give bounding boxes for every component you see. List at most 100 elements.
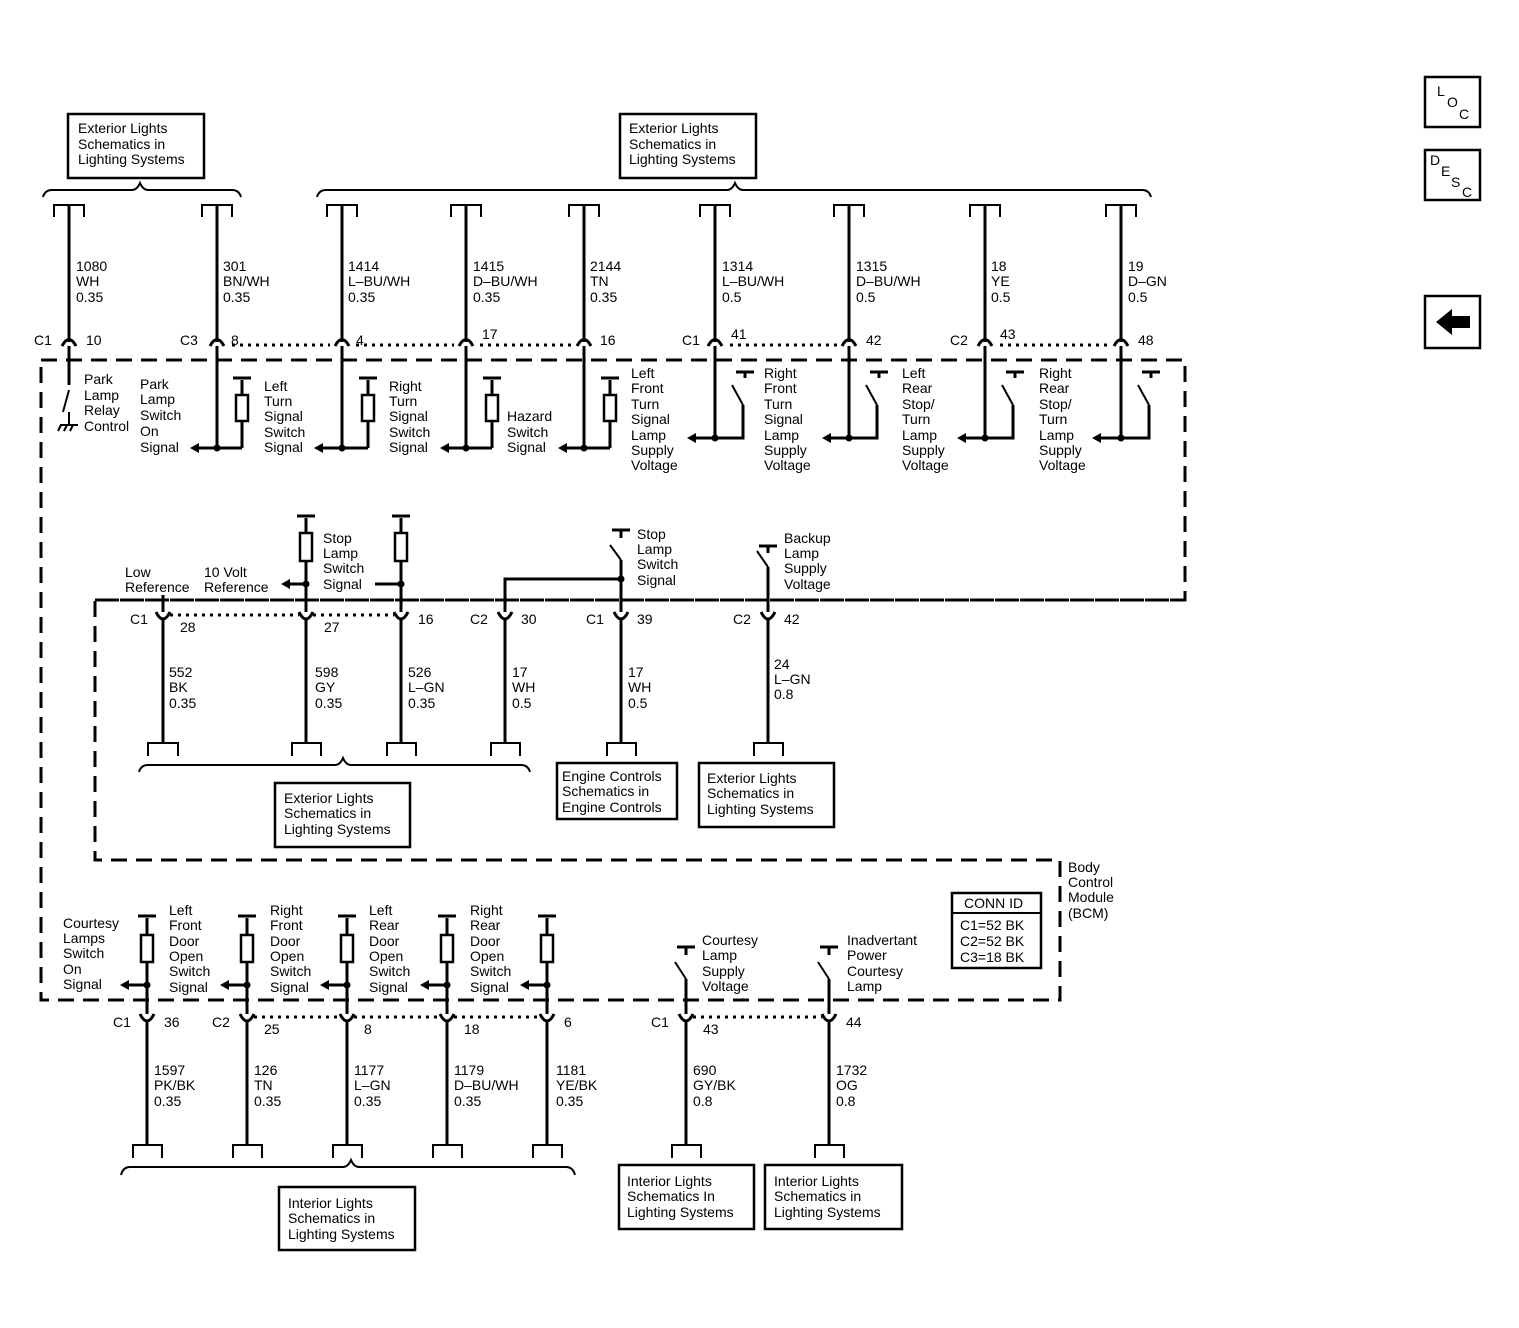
svg-text:690: 690 <box>693 1062 717 1078</box>
svg-text:Schematics in: Schematics in <box>774 1188 861 1204</box>
svg-text:0.5: 0.5 <box>512 695 532 711</box>
left-front-turn-lamp-switch: Left Front Turn Signal Lamp Supply Volta… <box>558 346 678 473</box>
svg-text:Right: Right <box>270 902 303 918</box>
svg-text:Door: Door <box>369 933 400 949</box>
bottom-internal-circuits: Courtesy Lamps Switch On Signal Left Fro… <box>63 902 917 1014</box>
wire-526[interactable]: 16 526 L–GN 0.35 <box>386 611 445 756</box>
wire-19[interactable]: 19 D–GN 0.5 48 <box>1105 204 1167 348</box>
svg-text:1732: 1732 <box>836 1062 867 1078</box>
svg-text:6: 6 <box>564 1014 572 1030</box>
wire-1414[interactable]: 1414 L–BU/WH 0.35 4 <box>326 204 410 348</box>
wire-1181[interactable]: 6 1181 YE/BK 0.35 <box>532 1014 598 1158</box>
svg-text:Body: Body <box>1068 859 1100 875</box>
svg-text:0.5: 0.5 <box>856 289 876 305</box>
desc-button[interactable]: D E S C <box>1423 148 1482 202</box>
svg-text:Signal: Signal <box>63 976 102 992</box>
svg-text:0.35: 0.35 <box>408 695 435 711</box>
svg-text:Control: Control <box>1068 874 1113 890</box>
wire-18[interactable]: 18 YE 0.5 C2 43 <box>950 204 1016 348</box>
back-button[interactable] <box>1423 294 1482 350</box>
svg-text:10 Volt: 10 Volt <box>204 564 247 580</box>
wire-552[interactable]: C1 28 552 BK 0.35 <box>130 611 196 756</box>
wire-1177[interactable]: 8 1177 L–GN 0.35 <box>332 1021 391 1158</box>
wire-17-c1-39[interactable]: C1 39 17 WH 0.5 <box>586 611 653 756</box>
svg-text:Module: Module <box>1068 889 1114 905</box>
svg-text:C1: C1 <box>651 1014 669 1030</box>
wire-1314[interactable]: 1314 L–BU/WH 0.5 C1 41 <box>682 204 784 348</box>
svg-text:0.35: 0.35 <box>348 289 375 305</box>
wire-301[interactable]: 301 BN/WH 0.35 C3 8 <box>180 204 270 348</box>
ref-box-exterior-backup[interactable]: Exterior Lights Schematics in Lighting S… <box>697 761 836 829</box>
wire-690[interactable]: C1 43 690 GY/BK 0.8 <box>651 1014 736 1158</box>
wire-1732[interactable]: 44 1732 OG 0.8 <box>814 1014 867 1158</box>
svg-text:Right: Right <box>389 378 422 394</box>
svg-text:0.5: 0.5 <box>628 695 648 711</box>
svg-text:Signal: Signal <box>169 979 208 995</box>
svg-text:Front: Front <box>270 917 303 933</box>
wire-24[interactable]: C2 42 24 L–GN 0.8 <box>733 611 811 756</box>
ref-box-interior-inadvertant[interactable]: Interior Lights Schematics in Lighting S… <box>763 1163 904 1231</box>
svg-text:C1=52 BK: C1=52 BK <box>960 917 1025 933</box>
svg-text:598: 598 <box>315 664 339 680</box>
svg-text:Signal: Signal <box>764 411 803 427</box>
park-switch-signal: Park Lamp Switch On Signal Left Turn Sig… <box>140 346 305 455</box>
ref-box-engine-controls[interactable]: Engine Controls Schematics in Engine Con… <box>555 761 679 821</box>
svg-text:44: 44 <box>846 1014 862 1030</box>
wire-1315[interactable]: 1315 D–BU/WH 0.5 42 <box>833 204 921 348</box>
svg-text:Open: Open <box>270 948 304 964</box>
svg-text:1181: 1181 <box>556 1062 586 1078</box>
svg-text:CONN ID: CONN ID <box>964 895 1023 911</box>
wire-1597[interactable]: C1 36 1597 PK/BK 0.35 <box>113 1014 196 1158</box>
right-rear-stop-turn-lamp-supply-a <box>957 346 1024 443</box>
wire-598[interactable]: 27 598 GY 0.35 <box>291 619 342 756</box>
svg-text:Signal: Signal <box>264 439 303 455</box>
desc-letter: C <box>1462 184 1472 200</box>
svg-text:Turn: Turn <box>1039 411 1067 427</box>
svg-text:Right: Right <box>470 902 503 918</box>
wire-17-c2-30[interactable]: C2 30 17 WH 0.5 <box>470 611 537 756</box>
loc-button[interactable]: L O C <box>1423 75 1482 129</box>
svg-text:Courtesy: Courtesy <box>847 963 903 979</box>
svg-text:Reference: Reference <box>125 579 190 595</box>
ref-box-exterior-middle[interactable]: Exterior Lights Schematics in Lighting S… <box>273 781 412 849</box>
svg-text:Lamp: Lamp <box>702 947 737 963</box>
svg-text:30: 30 <box>521 611 537 627</box>
svg-text:17: 17 <box>482 326 498 342</box>
right-rear-stop-turn-lamp-supply: Right Rear Stop/ Turn Lamp Supply Voltag… <box>1039 346 1160 473</box>
wire-2144[interactable]: 2144 TN 0.35 16 <box>568 204 621 348</box>
brace-bottom <box>120 1157 576 1176</box>
svg-text:Signal: Signal <box>631 411 670 427</box>
svg-text:TN: TN <box>590 273 609 289</box>
ref-box-interior-bottom[interactable]: Interior Lights Schematics in Lighting S… <box>277 1185 417 1252</box>
wire-1179[interactable]: 18 1179 D–BU/WH 0.35 <box>432 1021 519 1158</box>
svg-text:24: 24 <box>774 656 790 672</box>
wire-126[interactable]: C2 25 126 TN 0.35 <box>212 1014 281 1158</box>
ref-box-exterior-top-right[interactable]: Exterior Lights Schematics in Lighting S… <box>618 112 758 180</box>
svg-text:L–BU/WH: L–BU/WH <box>348 273 410 289</box>
svg-text:17: 17 <box>512 664 528 680</box>
svg-text:Schematics in: Schematics in <box>78 136 165 152</box>
svg-text:Door: Door <box>270 933 301 949</box>
svg-text:1177: 1177 <box>354 1062 384 1078</box>
ref-box-interior-courtesy[interactable]: Interior Lights Schematics In Lighting S… <box>617 1163 756 1231</box>
svg-text:Signal: Signal <box>470 979 509 995</box>
svg-text:GY/BK: GY/BK <box>693 1077 736 1093</box>
svg-text:C1: C1 <box>34 332 52 348</box>
wire-1415[interactable]: 1415 D–BU/WH 0.35 17 <box>450 204 538 347</box>
svg-text:43: 43 <box>703 1021 719 1037</box>
svg-text:C1: C1 <box>130 611 148 627</box>
brace-top-right <box>316 180 1152 198</box>
svg-text:0.35: 0.35 <box>590 289 617 305</box>
svg-text:17: 17 <box>628 664 644 680</box>
svg-text:Schematics in: Schematics in <box>629 136 716 152</box>
svg-text:Turn: Turn <box>389 393 417 409</box>
loc-letter: C <box>1459 106 1469 122</box>
svg-text:Exterior Lights: Exterior Lights <box>78 120 167 136</box>
svg-text:Switch: Switch <box>264 424 305 440</box>
svg-text:Voltage: Voltage <box>764 457 811 473</box>
svg-text:Lighting Systems: Lighting Systems <box>78 151 185 167</box>
ref-box-exterior-top-left[interactable]: Exterior Lights Schematics in Lighting S… <box>66 112 206 180</box>
svg-text:Left: Left <box>902 365 925 381</box>
svg-text:Interior Lights: Interior Lights <box>288 1195 373 1211</box>
wire-1080[interactable]: 1080 WH 0.35 C1 10 <box>34 204 107 362</box>
